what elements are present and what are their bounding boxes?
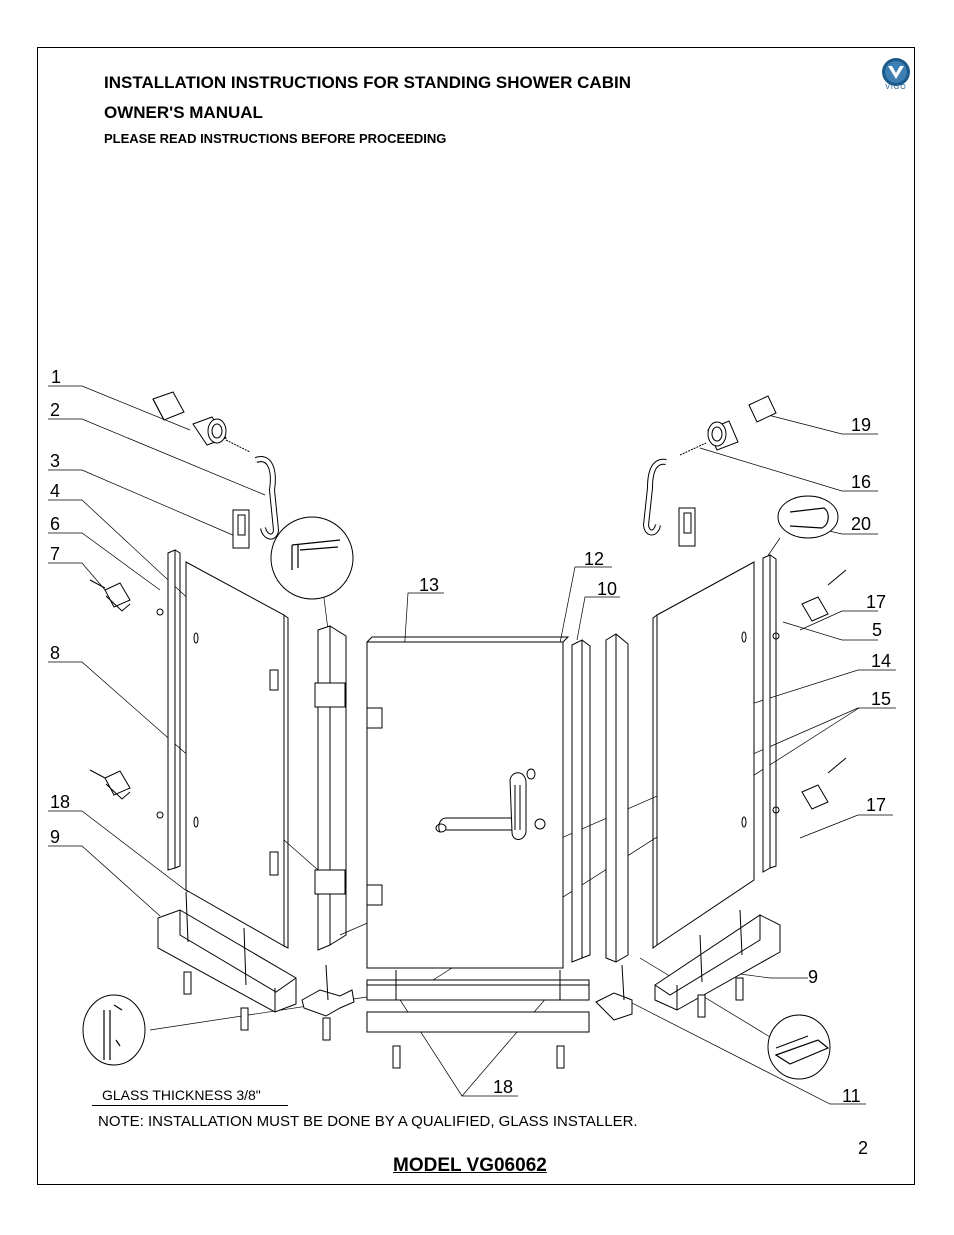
right-panel: [652, 554, 777, 949]
callout-1: 1: [51, 367, 62, 387]
callout-5: 5: [872, 620, 883, 640]
page-number: 2: [858, 1138, 869, 1158]
glass-clamps-left: [89, 579, 164, 819]
seal-detail-left: [270, 516, 354, 600]
callout-8: 8: [50, 643, 61, 663]
callout-18-bottom: 18: [493, 1077, 514, 1097]
read-notice: PLEASE READ INSTRUCTIONS BEFORE PROCEEDI…: [104, 131, 447, 146]
callout-9-left: 9: [50, 827, 61, 847]
page-frame: [37, 47, 915, 1185]
callout-4: 4: [50, 481, 61, 501]
left-panel: [167, 549, 289, 949]
callout-13: 13: [419, 575, 440, 595]
callout-17-bottom: 17: [866, 795, 887, 815]
callout-20: 20: [851, 514, 872, 534]
vigo-logo-icon: [882, 58, 910, 86]
screws-anchors: [183, 891, 744, 1069]
document-title: INSTALLATION INSTRUCTIONS FOR STANDING S…: [104, 73, 631, 92]
callout-14: 14: [871, 651, 892, 671]
seal-detail-bottom-left: [82, 994, 146, 1066]
bottom-rail-left: [157, 909, 297, 1013]
callout-10: 10: [597, 579, 618, 599]
callout-9-right: 9: [808, 967, 819, 987]
logo-text: VIGO: [885, 84, 907, 91]
seal-detail-right: [777, 495, 839, 539]
callout-15: 15: [871, 689, 892, 709]
door-handle: [435, 768, 546, 840]
corner-connector-left: [301, 989, 355, 1017]
callout-19: 19: [851, 415, 872, 435]
document-subtitle: OWNER'S MANUAL: [104, 103, 263, 122]
callout-12: 12: [584, 549, 605, 569]
callout-17-top: 17: [866, 592, 887, 612]
callout-6: 6: [50, 514, 61, 534]
bottom-rail-door: [366, 979, 590, 1001]
callout-11: 11: [842, 1086, 861, 1106]
callout-3: 3: [50, 451, 61, 471]
callout-2: 2: [50, 400, 61, 420]
installer-note: NOTE: INSTALLATION MUST BE DONE BY A QUA…: [98, 1113, 638, 1130]
model-number: MODEL VG06062: [393, 1155, 547, 1176]
door-panel: [366, 636, 570, 969]
door-seal-left: [314, 625, 347, 951]
wall-bracket-right: [679, 395, 777, 456]
corner-connector-right: [595, 992, 633, 1021]
wall-bracket-left: [152, 391, 251, 453]
bottom-rail-right: [654, 914, 781, 1011]
callout-18-left: 18: [50, 792, 71, 812]
glass-thickness: GLASS THICKNESS 3/8": [102, 1087, 261, 1103]
callout-7: 7: [50, 544, 61, 564]
glass-clamps-right: [772, 569, 847, 814]
glass-thickness-underline: [92, 1105, 288, 1106]
callout-16: 16: [851, 472, 872, 492]
